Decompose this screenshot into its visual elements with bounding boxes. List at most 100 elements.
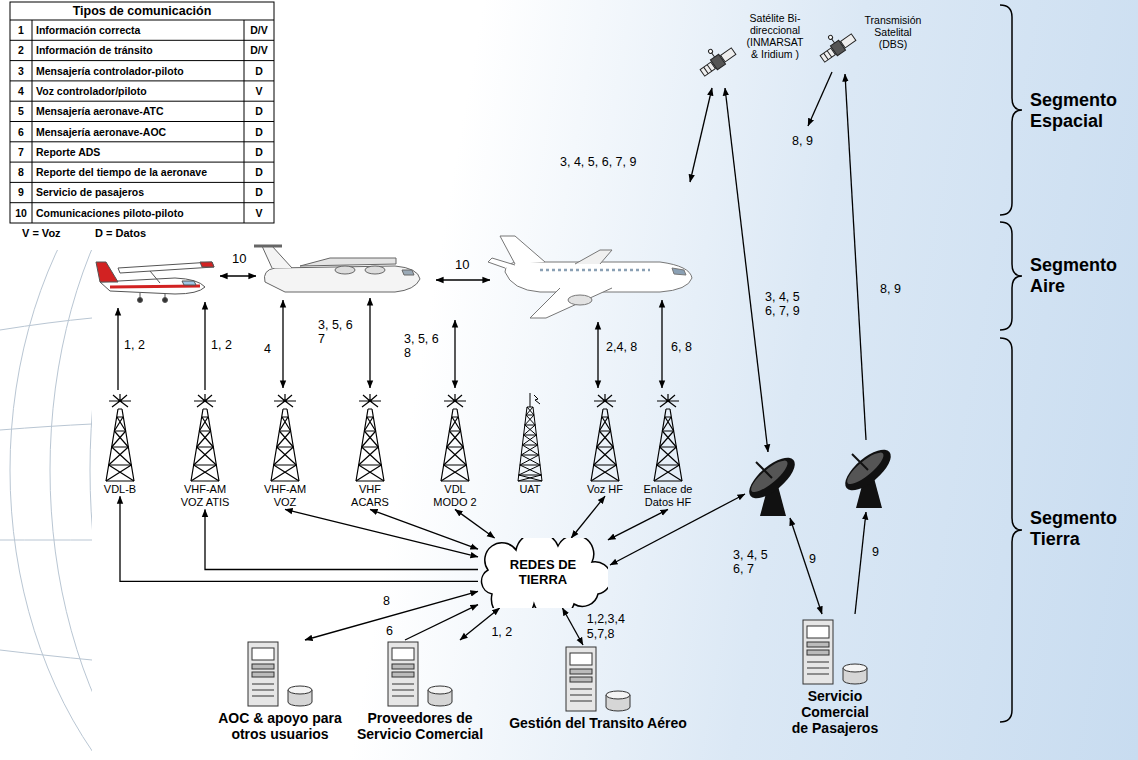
callout-number: 9: [809, 552, 816, 566]
node-label: Transmisión Satelital (DBS): [862, 14, 924, 50]
connector: [205, 509, 478, 569]
server-icon: [558, 645, 638, 715]
tower-node: UAT: [505, 393, 555, 496]
callout-number: 10: [232, 252, 246, 267]
segment-label: Segmento Tierra: [1030, 508, 1130, 549]
server-icon: [240, 640, 320, 710]
table-cell: D: [244, 122, 274, 142]
tower-node: Enlace de Datos HF: [639, 393, 697, 509]
antenna-tower: [185, 393, 225, 483]
callout-number: 8, 9: [792, 134, 813, 148]
satellite-icon: [698, 42, 738, 82]
node-label: Proveedores de Servicio Comercial: [350, 710, 490, 742]
node-label: VHF-AM VOZ: [258, 483, 313, 509]
server-node: Proveedores de Servicio Comercial: [350, 640, 490, 742]
connector: [370, 509, 478, 549]
callout-number: 4: [264, 342, 271, 356]
table-cell: Voz controlador/piloto: [32, 81, 244, 101]
edge-label: 1, 2: [491, 625, 512, 640]
antenna-tower: [350, 393, 390, 483]
edge-label: 8: [383, 594, 390, 609]
light-aircraft: [96, 262, 214, 303]
callout-number: 3, 4, 5 6, 7: [733, 548, 777, 577]
callout-number: 3, 5, 6 8: [404, 332, 448, 361]
table-cell: 6: [10, 122, 32, 142]
node-label: VDL MODO 2: [430, 483, 480, 509]
node-label: VDL-B: [95, 483, 145, 496]
link-arrow: [118, 72, 866, 614]
satellite-dish: [743, 443, 897, 516]
table-cell: V: [244, 81, 274, 101]
table-cell: D: [244, 142, 274, 162]
edge-label: 1,2,3,4 5,7,8: [587, 612, 635, 642]
legend-note: D = Datos: [95, 227, 146, 240]
callout-number: 3, 5, 6 7: [318, 318, 362, 347]
tower-node: Voz HF: [580, 393, 630, 496]
callout-number: 8, 9: [880, 282, 901, 296]
callout-number: 1, 2: [211, 338, 232, 352]
table-cell: 2: [10, 40, 32, 60]
satellite-node: Transmisión Satelital (DBS): [818, 14, 924, 68]
callout-number: 1, 2: [124, 338, 145, 352]
tower-node: VHF-AM VOZ: [258, 393, 313, 509]
node-label: UAT: [505, 483, 555, 496]
server-icon: [795, 618, 875, 688]
antenna-tower: [100, 393, 140, 483]
server-node: Gestión del Transito Aéreo: [503, 645, 693, 731]
network-cloud: REDES DE TIERRA: [478, 538, 608, 608]
table-cell: Servicio de pasajeros: [32, 182, 244, 202]
antenna-tower: [648, 393, 688, 483]
table-cell: Mensajería aeronave-ATC: [32, 101, 244, 121]
table-title: Tipos de comunicación: [10, 2, 274, 20]
node-label: Gestión del Transito Aéreo: [503, 715, 693, 731]
table-cell: Mensajería controlador-piloto: [32, 61, 244, 81]
callout-number: 3, 4, 5, 6, 7, 9: [560, 155, 636, 169]
connector: [608, 509, 668, 540]
edge-label: 6: [386, 624, 393, 639]
table-cell: 4: [10, 81, 32, 101]
callout-number: 2,4, 8: [606, 340, 637, 354]
table-cell: D/V: [244, 40, 274, 60]
tower-node: VDL MODO 2: [430, 393, 480, 509]
table-cell: 8: [10, 162, 32, 182]
connector: [571, 496, 605, 538]
antenna-tower: [435, 393, 475, 483]
tower-node: VHF-AM VOZ ATIS: [176, 393, 234, 509]
connector: [120, 496, 478, 581]
connector: [562, 608, 583, 645]
node-label: Servicio Comercial de Pasajeros: [792, 688, 879, 736]
tower-node: VHF ACARS: [348, 393, 393, 509]
table-cell: 1: [10, 20, 32, 40]
node-label: AOC & apoyo para otros usuarios: [210, 710, 350, 742]
callout-number: 10: [455, 258, 469, 273]
table-cell: 9: [10, 182, 32, 202]
table-cell: D: [244, 162, 274, 182]
callout-number: 6, 8: [671, 340, 692, 354]
table-cell: Información de tránsito: [32, 40, 244, 60]
satellite-node: Satélite Bi-direccional (INMARSAT & Irid…: [698, 12, 808, 82]
satellite-icon: [818, 28, 858, 68]
cargo-aircraft: [254, 246, 420, 292]
node-label: VHF-AM VOZ ATIS: [176, 483, 234, 509]
table-cell: Información correcta: [32, 20, 244, 40]
tower-node: VDL-B: [95, 393, 145, 496]
table-cell: 10: [10, 203, 32, 223]
globe-lines: [0, 250, 92, 760]
node-label: Voz HF: [580, 483, 630, 496]
legend-table: [10, 2, 274, 223]
node-label: REDES DE TIERRA: [501, 558, 585, 588]
legend-note: V = Voz: [22, 227, 61, 240]
connector: [455, 509, 495, 538]
antenna-tower: [510, 393, 550, 483]
table-cell: D: [244, 182, 274, 202]
connector: [285, 509, 478, 557]
table-cell: 7: [10, 142, 32, 162]
segment-brace: [1000, 5, 1022, 722]
table-cell: D: [244, 61, 274, 81]
node-label: Satélite Bi-direccional (INMARSAT & Irid…: [742, 12, 808, 60]
table-cell: D: [244, 101, 274, 121]
table-cell: Mensajería aeronave-AOC: [32, 122, 244, 142]
table-cell: 3: [10, 61, 32, 81]
